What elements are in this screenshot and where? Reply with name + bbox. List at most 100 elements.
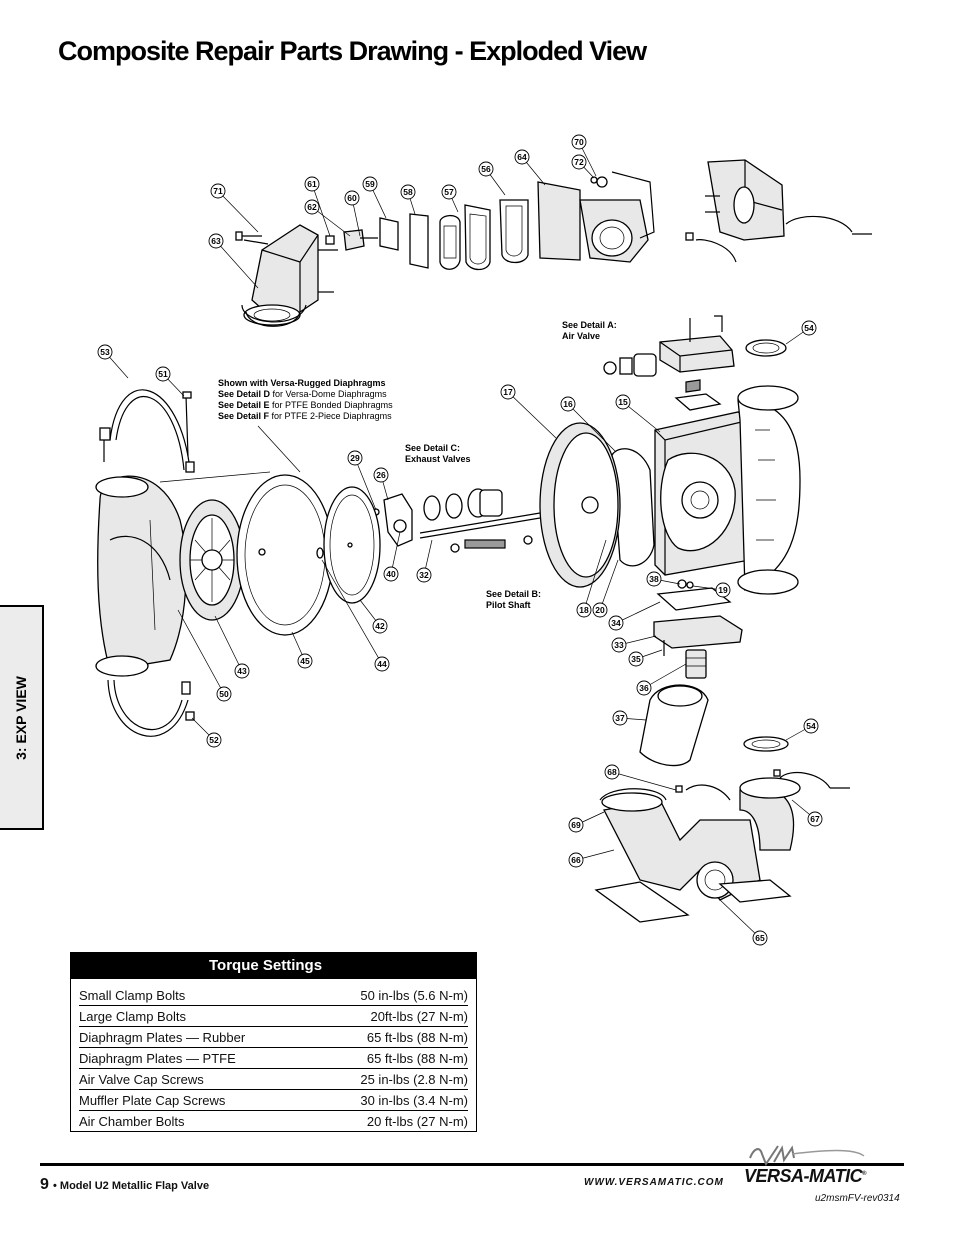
svg-text:17: 17 (503, 387, 513, 397)
torque-value: 50 in-lbs (5.6 N-m) (360, 988, 468, 1003)
callout-56: 56 (478, 161, 494, 177)
detail-a-line1: See Detail A: (562, 320, 617, 330)
svg-text:34: 34 (611, 618, 621, 628)
detail-a-line2: Air Valve (562, 331, 601, 341)
svg-text:58: 58 (403, 187, 413, 197)
callout-42: 42 (372, 618, 388, 634)
detail-f-text: for PTFE 2-Piece Diaphragms (269, 411, 392, 421)
registered-mark: ® (862, 1171, 867, 1177)
bolt-63 (243, 239, 269, 245)
model-name: • Model U2 Metallic Flap Valve (53, 1180, 210, 1192)
callout-54-top: 54 (801, 320, 817, 336)
callout-38: 38 (646, 571, 662, 587)
flap-valve-62 (343, 229, 365, 251)
callout-18: 18 (576, 602, 592, 618)
callout-65: 65 (752, 930, 768, 946)
detail-c-line1: See Detail C: (405, 443, 461, 453)
svg-text:26: 26 (376, 470, 386, 480)
svg-text:32: 32 (419, 570, 429, 580)
svg-text:16: 16 (563, 399, 573, 409)
callout-36: 36 (636, 680, 652, 696)
air-valve-parts (603, 353, 657, 377)
footer-divider (40, 1163, 904, 1166)
torque-label: Air Chamber Bolts (79, 1114, 185, 1129)
torque-label: Diaphragm Plates — Rubber (79, 1030, 246, 1045)
svg-text:53: 53 (100, 347, 110, 357)
screw-70-72 (590, 176, 608, 188)
gasket-frame-56b (499, 199, 529, 264)
screws-38-35 (663, 579, 694, 656)
callout-58: 58 (400, 184, 416, 200)
svg-text:57: 57 (444, 187, 454, 197)
svg-text:43: 43 (237, 666, 247, 676)
torque-label: Small Clamp Bolts (79, 988, 186, 1003)
callout-67: 67 (807, 811, 823, 827)
detail-d-link[interactable]: See Detail D (218, 389, 271, 399)
detail-c-note[interactable]: See Detail C: Exhaust Valves (405, 443, 471, 465)
detail-f-link[interactable]: See Detail F (218, 411, 270, 421)
svg-text:69: 69 (571, 820, 581, 830)
backup-diaphragm-42 (323, 486, 381, 604)
svg-text:15: 15 (618, 397, 628, 407)
air-chamber-17 (539, 422, 621, 588)
svg-text:44: 44 (377, 659, 387, 669)
torque-settings-title: Torque Settings (71, 953, 476, 979)
gasket-16 (611, 448, 655, 567)
table-row: Air Chamber Bolts 20 ft-lbs (27 N-m) (79, 1111, 468, 1131)
callout-72: 72 (571, 154, 587, 170)
discharge-elbow-left (243, 224, 319, 327)
manifold-housing-64 (537, 171, 655, 263)
svg-text:45: 45 (300, 656, 310, 666)
inlet-manifold-65 (594, 799, 792, 923)
brand-name-text: VERSA-MATIC (744, 1166, 863, 1186)
callout-61: 61 (304, 176, 320, 192)
detail-b-note[interactable]: See Detail B: Pilot Shaft (486, 589, 541, 611)
svg-text:54: 54 (804, 323, 814, 333)
detail-a-note[interactable]: See Detail A: Air Valve (562, 320, 617, 342)
page-title: Composite Repair Parts Drawing - Explode… (58, 36, 647, 66)
callout-66: 66 (568, 852, 584, 868)
clamps-69-68 (599, 769, 850, 812)
torque-settings-table: Torque Settings Small Clamp Bolts 50 in-l… (70, 952, 477, 1132)
svg-text:42: 42 (375, 621, 385, 631)
bolt-51 (182, 391, 192, 457)
bolt-71 (235, 231, 262, 241)
page-number: 9 (40, 1176, 49, 1193)
torque-label: Diaphragm Plates — PTFE (79, 1051, 236, 1066)
oring-44 (316, 547, 324, 559)
diaphragm-note-heading: Shown with Versa-Rugged Diaphragms (218, 378, 386, 388)
flap-58 (409, 213, 429, 269)
muffler-37 (639, 684, 709, 767)
center-body-15 (654, 411, 751, 576)
section-tab[interactable]: 3: EXP VIEW (0, 605, 44, 830)
outlet-manifold-right (737, 385, 801, 595)
torque-label: Air Valve Cap Screws (79, 1072, 204, 1087)
diaphragm-note: Shown with Versa-Rugged Diaphragms See D… (218, 378, 393, 422)
svg-text:65: 65 (755, 933, 765, 943)
detail-b-line2: Pilot Shaft (486, 600, 531, 610)
detail-c-line2: Exhaust Valves (405, 454, 471, 464)
svg-text:72: 72 (574, 157, 584, 167)
flap-59 (379, 217, 399, 251)
website-link[interactable]: WWW.VERSAMATIC.COM (584, 1177, 724, 1188)
callout-51: 51 (155, 366, 171, 382)
callout-32: 32 (416, 567, 432, 583)
clamp-50-lower (107, 679, 195, 737)
callout-69: 69 (568, 817, 584, 833)
air-valve-gasket (674, 379, 722, 411)
svg-text:35: 35 (631, 654, 641, 664)
callout-60: 60 (344, 190, 360, 206)
detail-e-link[interactable]: See Detail E (218, 400, 270, 410)
outer-plate-43 (179, 499, 245, 621)
svg-text:37: 37 (615, 713, 625, 723)
svg-text:67: 67 (810, 814, 820, 824)
torque-value: 20 ft-lbs (27 N-m) (366, 1114, 468, 1129)
svg-text:62: 62 (307, 202, 317, 212)
callout-16: 16 (560, 396, 576, 412)
clamp-top-left (241, 304, 307, 323)
manifold-housing-right (705, 159, 785, 241)
